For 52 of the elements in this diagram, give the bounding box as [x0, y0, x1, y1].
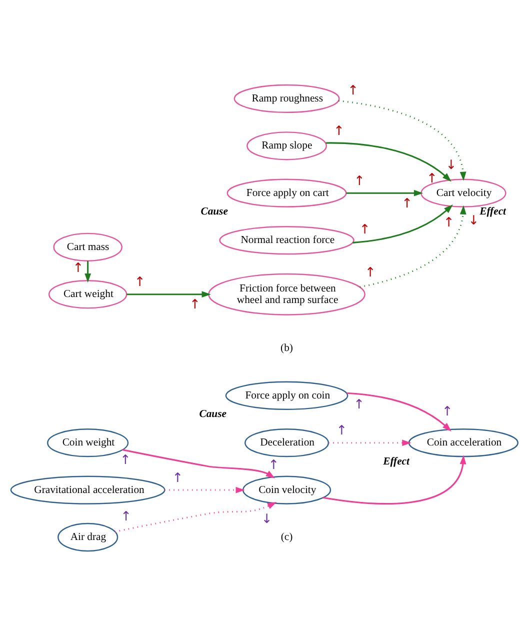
arrow	[352, 204, 453, 243]
node-ellipse: Ramp slope	[246, 131, 327, 160]
node-label: ↑	[354, 173, 365, 188]
node-label: Effect	[383, 456, 410, 467]
node-ellipse: Coin velocity	[242, 475, 332, 504]
node-ellipse: Cart mass	[53, 232, 122, 261]
arrow	[84, 260, 92, 282]
arrow	[338, 100, 466, 180]
node-label: ↑	[268, 457, 280, 472]
label: (c)	[280, 532, 293, 543]
node-label: ↓	[468, 213, 480, 228]
node-ellipse: Friction force between wheel and ramp surface	[208, 272, 366, 315]
node-label: ↑	[334, 123, 344, 138]
node-label: ↑	[120, 509, 132, 524]
node-ellipse: Ramp roughness	[234, 84, 340, 112]
node-label: ↑	[336, 423, 348, 438]
node-ellipse: Normal reaction force	[219, 225, 354, 254]
node-ellipse: Deceleration	[244, 428, 330, 457]
node-label: Cause	[199, 408, 226, 420]
arrow	[114, 501, 277, 532]
node-label: ↑	[354, 396, 364, 412]
node-label: Cause	[200, 206, 228, 218]
node-ellipse: Gravitational acceleration	[10, 475, 166, 504]
node-ellipse: Cart weight	[48, 280, 128, 308]
node-label: ↑	[402, 196, 413, 211]
node-label: ↑	[364, 264, 376, 280]
node-label: ↑	[359, 222, 370, 237]
label: (b)	[280, 342, 293, 354]
node-label: ↓	[446, 157, 457, 172]
node-ellipse: Force apply on cart	[226, 178, 347, 207]
arrow	[122, 448, 275, 478]
node-label: ↑	[172, 470, 184, 486]
node-label: ↑	[72, 260, 84, 276]
arrow	[346, 189, 424, 196]
arrow	[346, 392, 452, 431]
node-label: ↓	[261, 511, 272, 526]
node-label: ↑	[443, 215, 454, 230]
node-label: ↑	[134, 274, 146, 290]
node-label: Effect	[480, 206, 506, 218]
arrow	[328, 439, 412, 446]
node-label: ↑	[442, 404, 453, 420]
node-ellipse: Air drag	[58, 522, 118, 552]
arrow	[326, 142, 452, 182]
arrow	[126, 290, 211, 298]
node-ellipse: Cart velocity	[420, 178, 506, 207]
arrow	[360, 204, 466, 288]
arrow	[164, 486, 245, 493]
node-ellipse: Coin acceleration	[408, 428, 518, 457]
node-label: ↑	[190, 297, 200, 312]
arrow	[323, 454, 466, 504]
node-ellipse: Force apply on coin	[225, 380, 348, 410]
node-label: ↑	[348, 82, 358, 98]
